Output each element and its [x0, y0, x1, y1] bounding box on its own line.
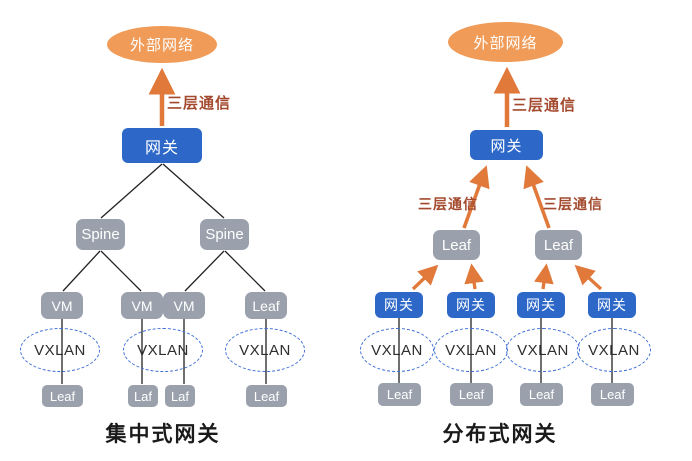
- caption-centralized-gateway: 集中式网关: [105, 423, 221, 446]
- l3-communication-label-right-right: 三层通信: [543, 196, 603, 212]
- agg-leaf-box-2: Leaf: [535, 230, 582, 260]
- vxlan-ellipse-left-3: VXLAN: [225, 328, 305, 372]
- vm-box-3: VM: [163, 292, 205, 319]
- vm-box-1: VM: [41, 292, 83, 319]
- l3-communication-label-left: 三层通信: [167, 95, 232, 112]
- external-network-ellipse-left: 外部网络: [107, 26, 217, 63]
- vm-box-2: VM: [121, 292, 163, 319]
- distributed-gateway-box-4: 网关: [588, 292, 636, 318]
- vxlan-ellipse-left-1: VXLAN: [20, 328, 100, 372]
- agg-leaf-box-1: Leaf: [433, 230, 480, 260]
- bottom-leaf-left-1: Leaf: [42, 385, 83, 407]
- vxlan-ellipse-right-3: VXLAN: [506, 328, 580, 372]
- bottom-leaf-right-3: Leaf: [520, 383, 563, 406]
- gateway-box-left: 网关: [122, 128, 202, 163]
- spine-box-1: Spine: [76, 219, 125, 250]
- l3-communication-label-right-left: 三层通信: [418, 196, 478, 212]
- vxlan-ellipse-right-1: VXLAN: [360, 328, 434, 372]
- distributed-gateway-box-3: 网关: [517, 292, 565, 318]
- bottom-leaf-right-2: Leaf: [450, 383, 493, 406]
- distributed-gateway-box-2: 网关: [447, 292, 495, 318]
- vxlan-ellipse-left-2: VXLAN: [123, 328, 203, 372]
- vxlan-ellipse-right-2: VXLAN: [434, 328, 508, 372]
- caption-distributed-gateway: 分布式网关: [442, 423, 558, 446]
- spine-box-2: Spine: [200, 219, 249, 250]
- l3-communication-label-right-top: 三层通信: [512, 97, 577, 114]
- bottom-leaf-left-2: Laf: [128, 385, 158, 407]
- bottom-leaf-right-1: Leaf: [378, 383, 421, 406]
- vxlan-ellipse-right-4: VXLAN: [577, 328, 651, 372]
- bottom-leaf-left-3: Laf: [165, 385, 195, 407]
- external-network-ellipse-right: 外部网络: [448, 22, 563, 62]
- gateway-box-right-top: 网关: [470, 130, 543, 160]
- bottom-leaf-left-4: Leaf: [246, 385, 287, 407]
- distributed-gateway-box-1: 网关: [375, 292, 423, 318]
- leaf-box-mid-left: Leaf: [245, 292, 287, 319]
- bottom-leaf-right-4: Leaf: [591, 383, 634, 406]
